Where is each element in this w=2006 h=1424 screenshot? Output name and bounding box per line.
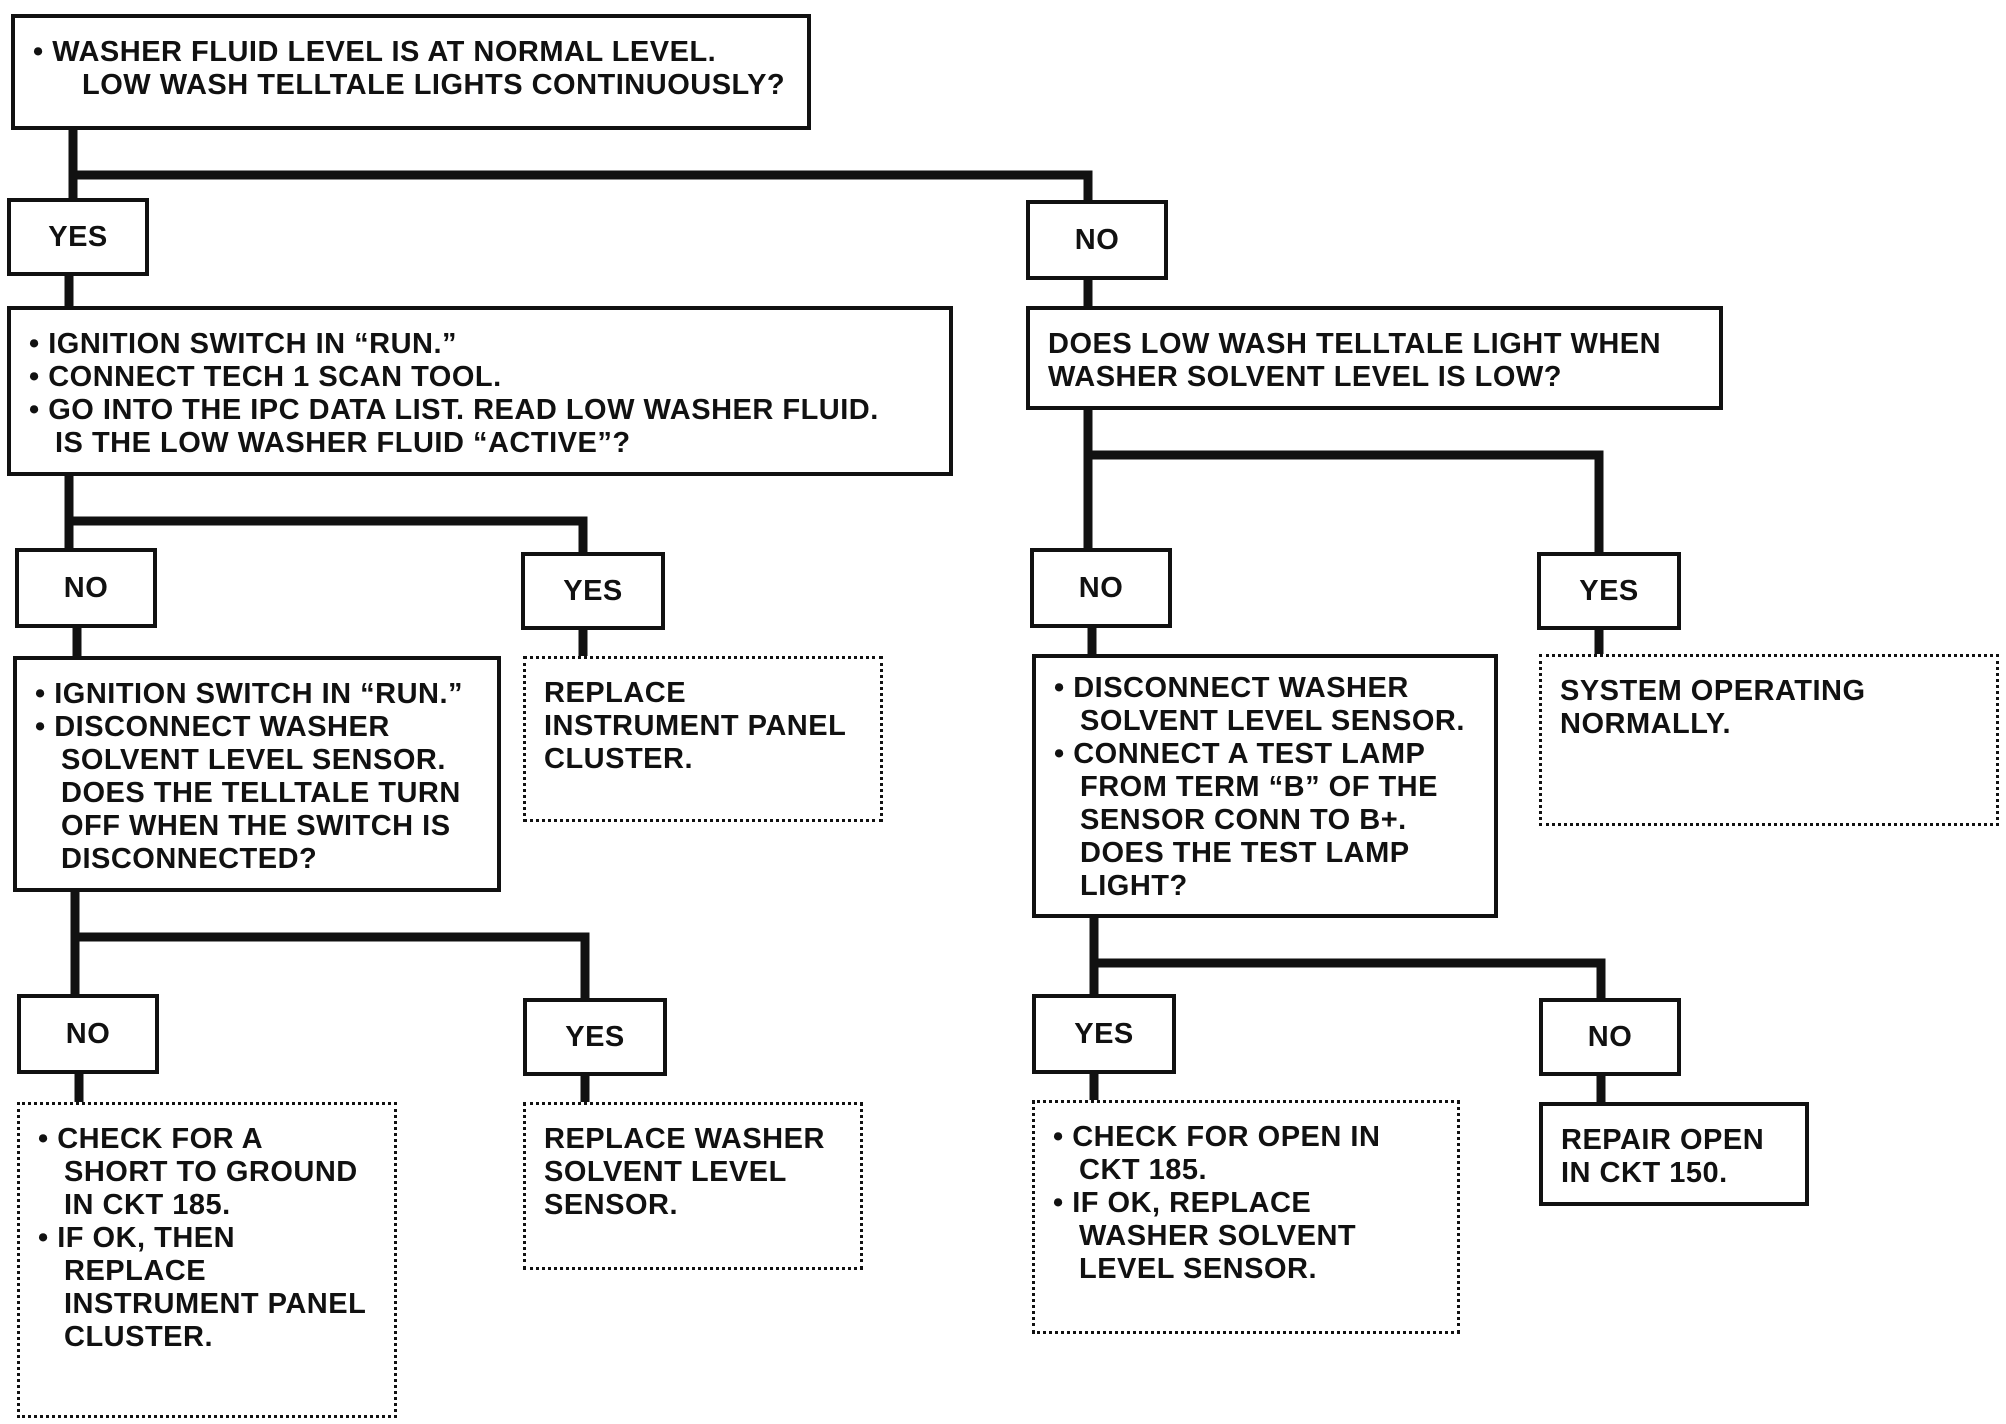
replace-cluster-line-2: INSTRUMENT PANEL: [544, 710, 847, 742]
node-yes-a: YES: [7, 198, 149, 276]
test-lamp-check-line-2: SOLVENT LEVEL SENSOR.: [1080, 705, 1465, 737]
ignition-check-line-3: • GO INTO THE IPC DATA LIST. READ LOW WA…: [29, 394, 879, 426]
open-check-line-4: WASHER SOLVENT: [1079, 1220, 1357, 1252]
ignition-check-line-2: • CONNECT TECH 1 SCAN TOOL.: [29, 361, 502, 393]
replace-sensor-line-3: SENSOR.: [544, 1189, 679, 1221]
low-wash-check-line-1: DOES LOW WASH TELLTALE LIGHT WHEN: [1048, 328, 1662, 360]
node-no-e: NO: [1539, 998, 1681, 1076]
low-wash-check-line-2: WASHER SOLVENT LEVEL IS LOW?: [1048, 361, 1563, 393]
test-lamp-check-line-4: FROM TERM “B” OF THE: [1080, 771, 1438, 803]
no-c-label: NO: [1078, 571, 1124, 604]
node-start: • WASHER FLUID LEVEL IS AT NORMAL LEVEL.…: [11, 14, 811, 130]
open-check-line-5: LEVEL SENSOR.: [1079, 1253, 1318, 1285]
test-lamp-check-line-5: SENSOR CONN TO B+.: [1080, 804, 1407, 836]
repair-open-line-2: IN CKT 150.: [1561, 1157, 1728, 1189]
yes-c-label: YES: [1579, 574, 1639, 607]
node-yes-b: YES: [521, 552, 665, 630]
open-check-line-2: CKT 185.: [1079, 1154, 1208, 1186]
node-disconnect-check: • IGNITION SWITCH IN “RUN.”• DISCONNECT …: [13, 656, 501, 892]
yes-e-label: YES: [1074, 1017, 1134, 1050]
connector-start-no_a: [73, 170, 1093, 200]
disconnect-check-line-1: • IGNITION SWITCH IN “RUN.”: [35, 678, 464, 710]
short-check-line-1: • CHECK FOR A: [38, 1123, 264, 1155]
open-check-line-1: • CHECK FOR OPEN IN: [1053, 1121, 1381, 1153]
disconnect-check-line-3: SOLVENT LEVEL SENSOR.: [61, 744, 446, 776]
node-no-d: NO: [17, 994, 159, 1074]
connector-ignition_check-yes_b: [69, 516, 588, 552]
short-check-line-4: • IF OK, THEN: [38, 1222, 236, 1254]
ignition-check-line-1: • IGNITION SWITCH IN “RUN.”: [29, 328, 458, 360]
yes-d-label: YES: [565, 1020, 625, 1053]
replace-cluster-line-1: REPLACE: [544, 677, 687, 709]
no-b-label: NO: [63, 571, 109, 604]
replace-cluster-line-3: CLUSTER.: [544, 743, 693, 775]
short-check-line-5: REPLACE: [64, 1255, 207, 1287]
short-check-line-6: INSTRUMENT PANEL: [64, 1288, 367, 1320]
system-ok-line-2: NORMALLY.: [1560, 708, 1731, 740]
node-yes-d: YES: [523, 998, 667, 1076]
node-ignition-check: • IGNITION SWITCH IN “RUN.”• CONNECT TEC…: [7, 306, 953, 476]
yes-a-label: YES: [48, 220, 108, 253]
node-yes-e: YES: [1032, 994, 1176, 1074]
test-lamp-check-line-7: LIGHT?: [1080, 870, 1188, 902]
disconnect-check-line-4: DOES THE TELLTALE TURN: [61, 777, 461, 809]
node-no-a: NO: [1026, 200, 1168, 280]
disconnect-check-line-6: DISCONNECTED?: [61, 843, 318, 875]
short-check-line-3: IN CKT 185.: [64, 1189, 231, 1221]
replace-sensor-line-2: SOLVENT LEVEL: [544, 1156, 787, 1188]
node-no-b: NO: [15, 548, 157, 628]
no-e-label: NO: [1587, 1020, 1633, 1053]
open-check-line-3: • IF OK, REPLACE: [1053, 1187, 1312, 1219]
disconnect-check-line-5: OFF WHEN THE SWITCH IS: [61, 810, 451, 842]
disconnect-check-line-2: • DISCONNECT WASHER: [35, 711, 390, 743]
no-d-label: NO: [65, 1017, 111, 1050]
node-yes-c: YES: [1537, 552, 1681, 630]
yes-b-label: YES: [563, 574, 623, 607]
connector-test_lamp_check-no_e: [1094, 958, 1606, 998]
node-no-c: NO: [1030, 548, 1172, 628]
connector-disconnect_check-yes_d: [75, 932, 590, 998]
short-check-line-2: SHORT TO GROUND: [64, 1156, 358, 1188]
connector-low_wash_check-yes_c: [1088, 450, 1604, 552]
test-lamp-check-line-1: • DISCONNECT WASHER: [1054, 672, 1409, 704]
test-lamp-check-line-3: • CONNECT A TEST LAMP: [1054, 738, 1426, 770]
system-ok-line-1: SYSTEM OPERATING: [1560, 675, 1866, 707]
repair-open-line-1: REPAIR OPEN: [1561, 1124, 1765, 1156]
ignition-check-line-4: IS THE LOW WASHER FLUID “ACTIVE”?: [55, 427, 631, 459]
no-a-label: NO: [1074, 223, 1120, 256]
short-check-line-7: CLUSTER.: [64, 1321, 213, 1353]
start-line-2: LOW WASH TELLTALE LIGHTS CONTINUOUSLY?: [82, 69, 786, 101]
replace-sensor-line-1: REPLACE WASHER: [544, 1123, 825, 1155]
test-lamp-check-line-6: DOES THE TEST LAMP: [1080, 837, 1410, 869]
start-line-1: • WASHER FLUID LEVEL IS AT NORMAL LEVEL.: [33, 36, 717, 68]
